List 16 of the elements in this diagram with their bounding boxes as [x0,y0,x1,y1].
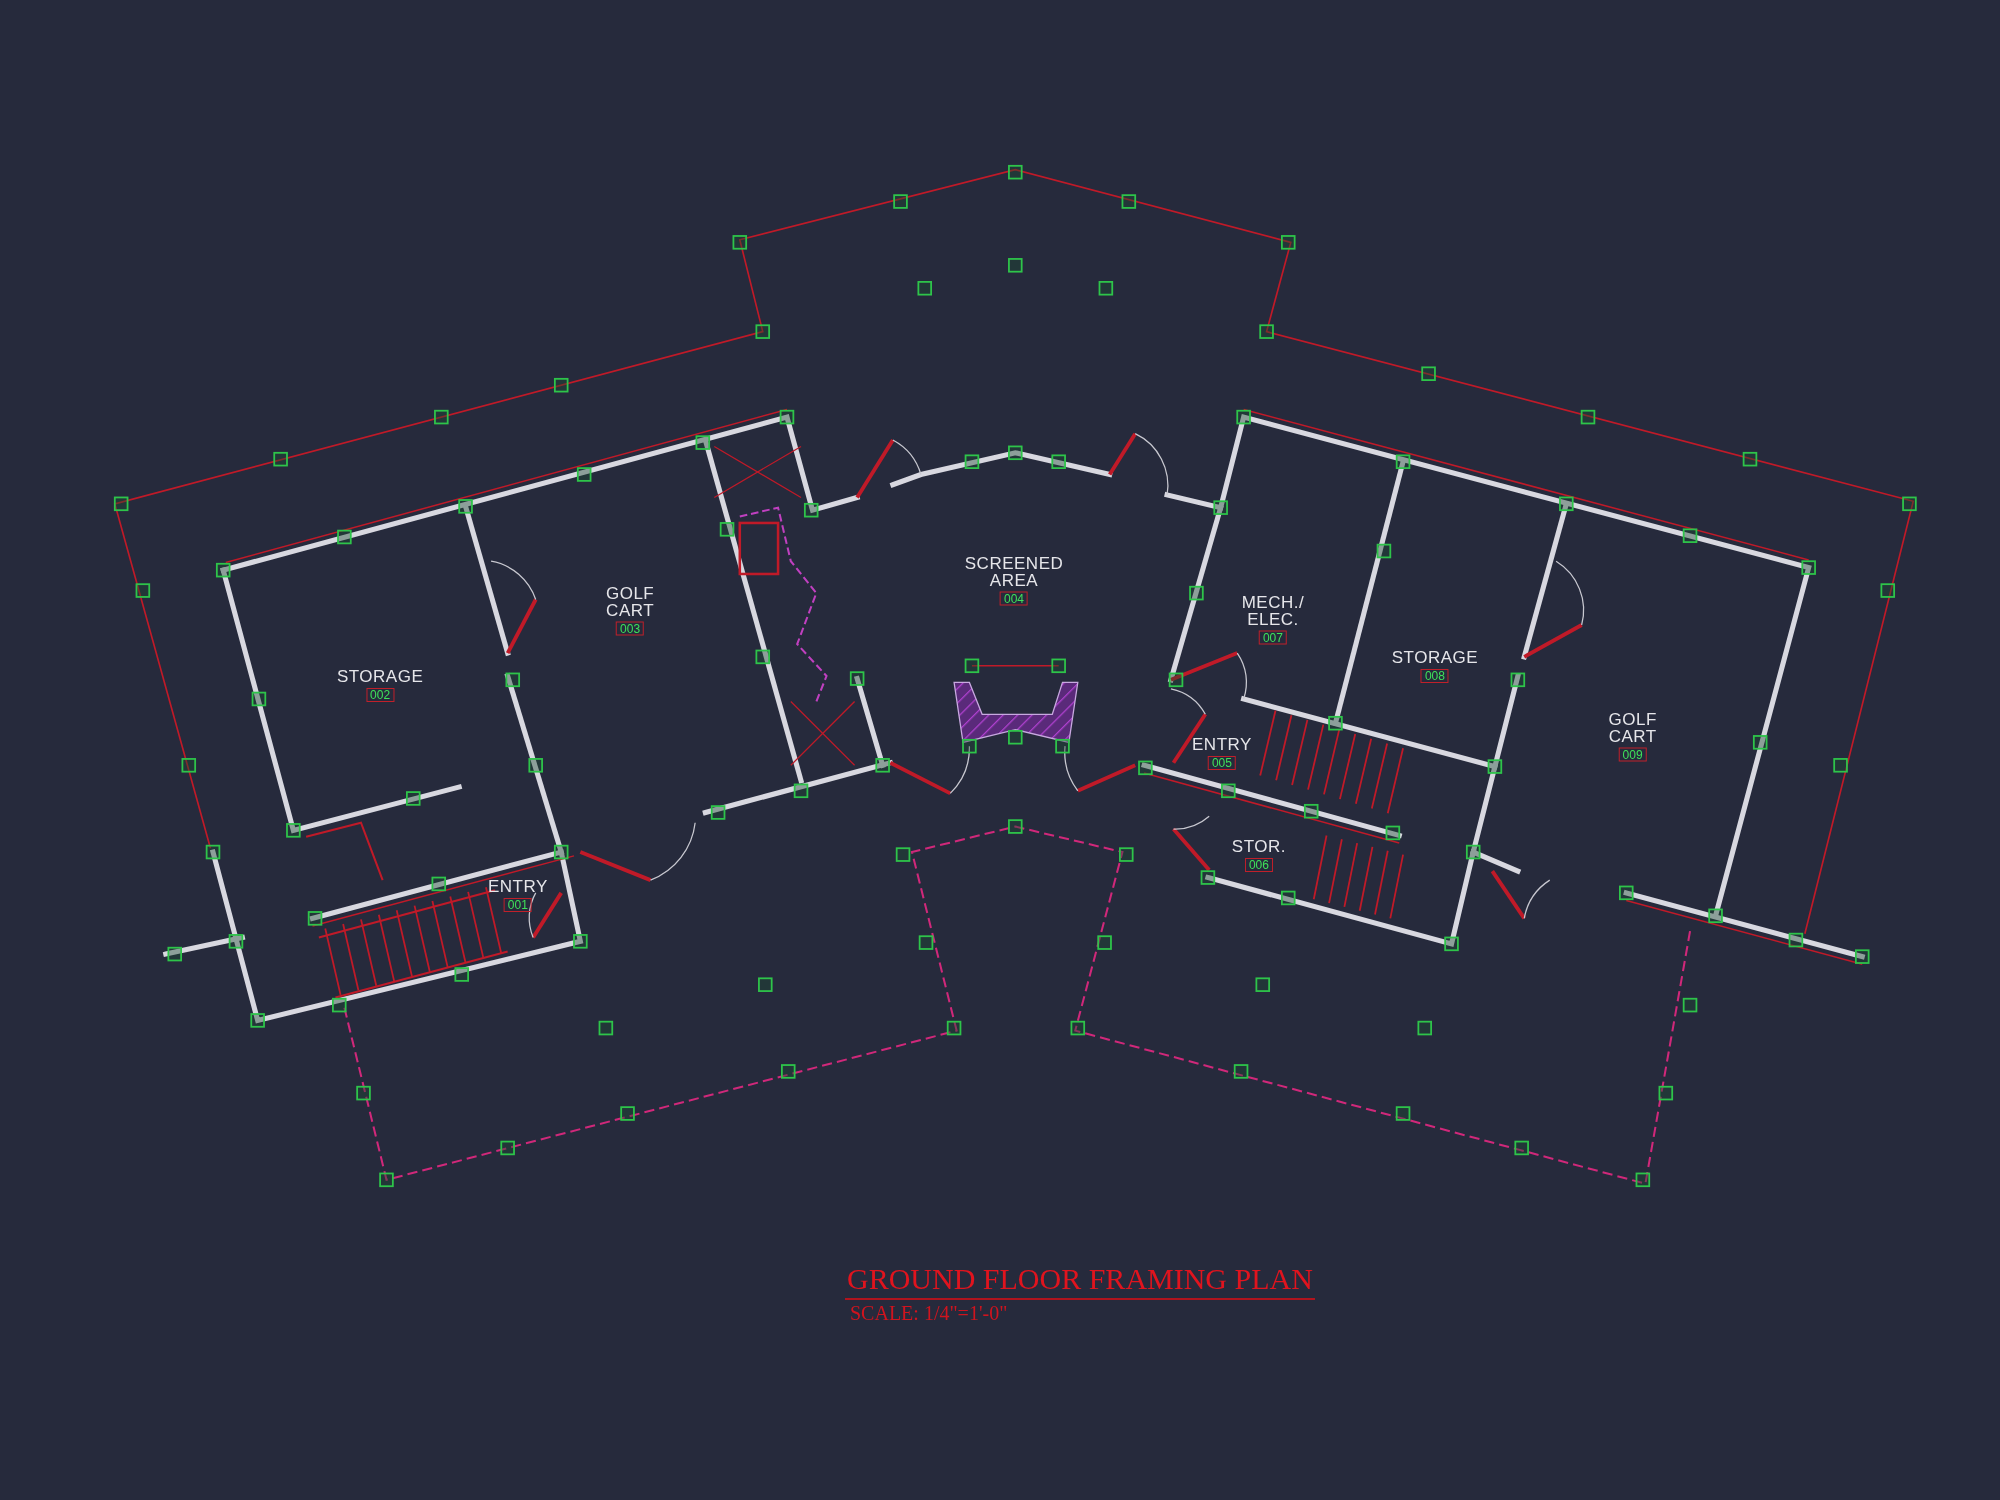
room-name: SCREENED AREA [963,554,1065,589]
scale-note: SCALE: 1/4"=1'-0" [850,1302,1008,1325]
room-name: GOLF CART [604,584,656,619]
room-number: 001 [503,898,532,913]
room-number: 005 [1207,755,1236,770]
room-number: 008 [1420,668,1449,683]
room-name: ENTRY [487,878,548,896]
room-name: STORAGE [1391,648,1479,666]
room-name: STORAGE [336,667,424,685]
room-name: STOR. [1231,837,1286,855]
room-name: MECH./ ELEC. [1240,593,1306,628]
room-number: 006 [1244,857,1273,872]
room-name: ENTRY [1192,735,1252,753]
plan-title: GROUND FLOOR FRAMING PLAN [845,1262,1315,1300]
room-number: 002 [366,687,395,702]
room-name: GOLF CART [1607,710,1658,745]
